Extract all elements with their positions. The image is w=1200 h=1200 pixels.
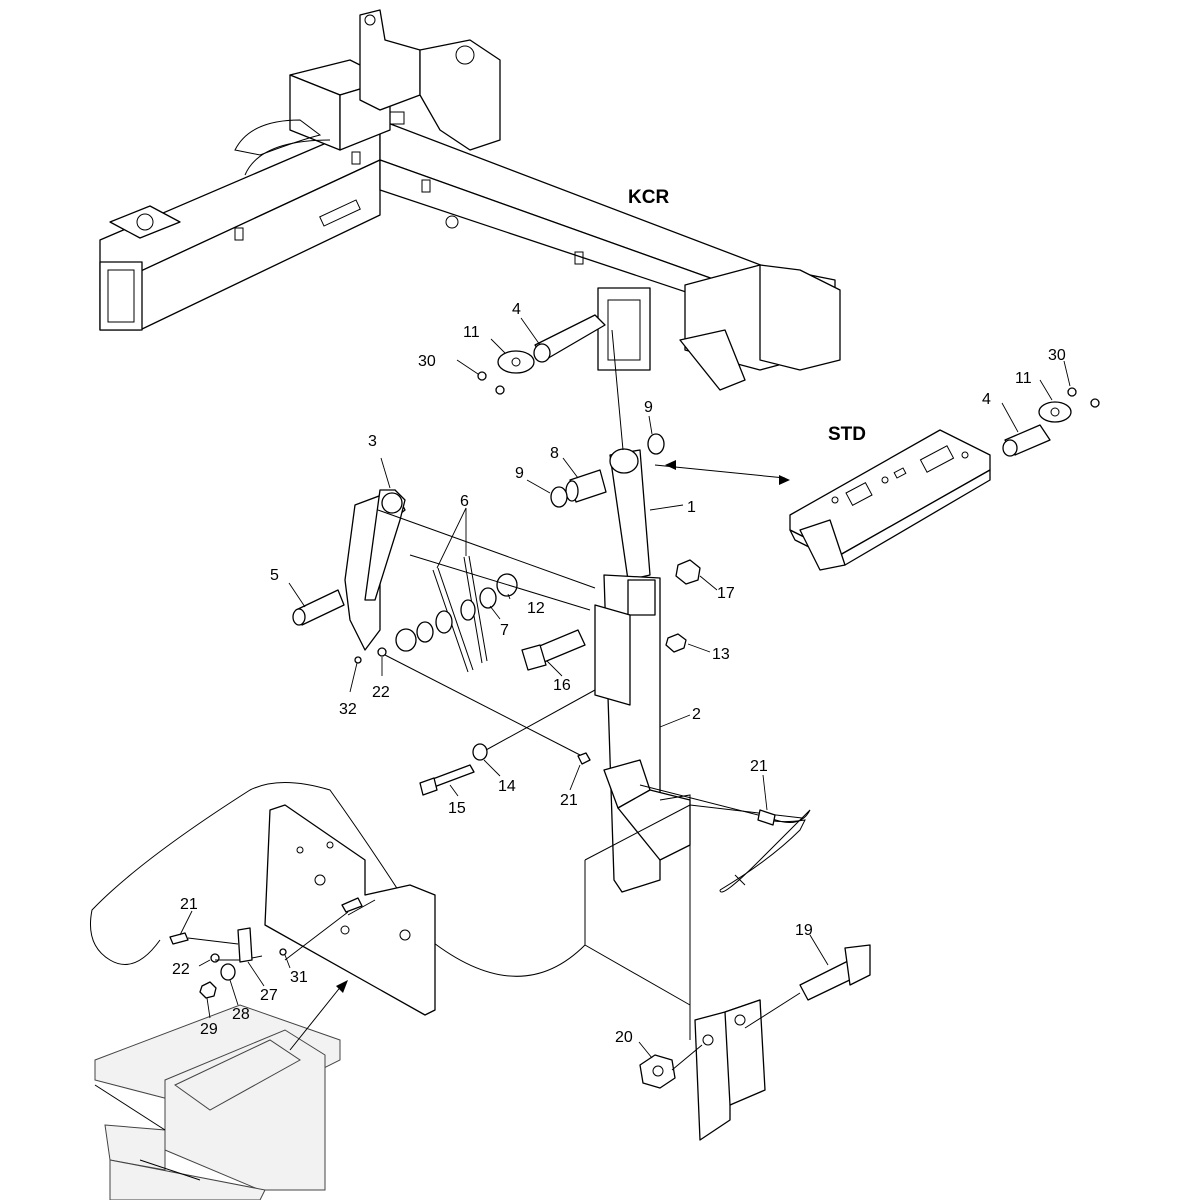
callout-4-std: 4 [982, 391, 991, 408]
callout-27: 27 [260, 987, 278, 1004]
callout-11-kcr: 11 [463, 324, 480, 341]
callout-32: 32 [339, 701, 357, 718]
callout-7: 7 [500, 622, 509, 639]
callout-21-left: 21 [180, 896, 198, 913]
cab-inset [94, 980, 348, 1200]
callout-31: 31 [290, 969, 308, 986]
callout-4-kcr: 4 [512, 301, 521, 318]
lever-assembly [292, 314, 790, 893]
callout-30-std: 30 [1048, 347, 1066, 364]
callout-11-std: 11 [1015, 370, 1032, 387]
callout-22-bottom: 22 [172, 961, 190, 978]
leader-lines [179, 317, 1071, 1059]
cable-end-parts [169, 927, 287, 999]
callout-22-top: 22 [372, 684, 390, 701]
cable-assembly [90, 782, 811, 1040]
lower-bracket [639, 944, 871, 1141]
callout-3: 3 [368, 433, 377, 450]
callout-21-right: 21 [750, 758, 768, 775]
callout-9-left: 9 [515, 465, 524, 482]
callout-5: 5 [270, 567, 279, 584]
callout-14: 14 [498, 778, 516, 795]
callout-1: 1 [687, 499, 696, 516]
kcr-label: KCR [628, 187, 669, 208]
callout-13: 13 [712, 646, 730, 663]
callout-16: 16 [553, 677, 571, 694]
callout-30-kcr: 30 [418, 353, 436, 370]
callout-29: 29 [200, 1021, 218, 1038]
callout-20: 20 [615, 1029, 633, 1046]
callout-15: 15 [448, 800, 466, 817]
callout-28: 28 [232, 1006, 250, 1023]
std-label: STD [828, 424, 866, 445]
callout-19: 19 [795, 922, 813, 939]
side-panel [264, 804, 436, 1016]
callout-2: 2 [692, 706, 701, 723]
callouts: 1 2 3 4 4 5 6 7 8 9 9 11 11 12 13 14 15 … [172, 301, 1066, 1046]
callout-21-middle: 21 [560, 792, 578, 809]
std-frame [789, 387, 1100, 571]
callout-8: 8 [550, 445, 559, 462]
callout-6: 6 [460, 493, 469, 510]
callout-17: 17 [717, 585, 735, 602]
callout-12: 12 [527, 600, 545, 617]
kcr-frame [99, 9, 841, 391]
callout-9-top: 9 [644, 399, 653, 416]
